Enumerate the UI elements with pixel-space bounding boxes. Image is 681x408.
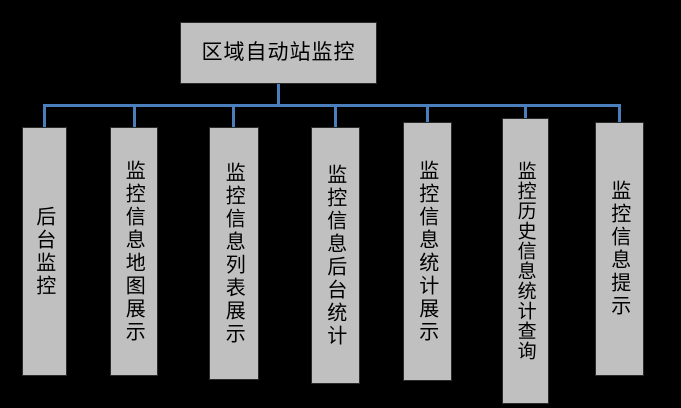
connector-drop-6 — [524, 104, 527, 118]
connector-drop-1 — [43, 104, 46, 127]
node-child-4[interactable]: 监控信息后台统计 — [311, 127, 360, 384]
node-child-7[interactable]: 监控信息提示 — [595, 122, 644, 376]
connector-horizontal-bus — [43, 104, 621, 107]
node-child-6[interactable]: 监控历史信息统计查询 — [502, 118, 549, 404]
node-child-6-label: 监控历史信息统计查询 — [514, 161, 537, 361]
node-child-5[interactable]: 监控信息统计展示 — [403, 122, 452, 381]
node-child-2-label: 监控信息地图展示 — [122, 159, 147, 344]
connector-drop-5 — [426, 104, 429, 122]
node-root-label: 区域自动站监控 — [201, 40, 356, 65]
connector-drop-2 — [133, 104, 136, 127]
node-child-3-label: 监控信息列表展示 — [222, 161, 247, 346]
node-child-4-label: 监控信息后台统计 — [323, 163, 348, 348]
node-child-1[interactable]: 后台监控 — [22, 127, 67, 376]
connector-drop-3 — [232, 104, 235, 127]
connector-root-stem — [277, 84, 280, 106]
connector-drop-7 — [618, 104, 621, 122]
node-child-3[interactable]: 监控信息列表展示 — [209, 127, 259, 380]
node-child-7-label: 监控信息提示 — [607, 180, 632, 318]
node-child-2[interactable]: 监控信息地图展示 — [110, 127, 158, 376]
node-child-1-label: 后台监控 — [32, 205, 57, 298]
connector-drop-4 — [334, 104, 337, 127]
node-root[interactable]: 区域自动站监控 — [180, 22, 377, 84]
node-child-5-label: 监控信息统计展示 — [415, 159, 440, 344]
